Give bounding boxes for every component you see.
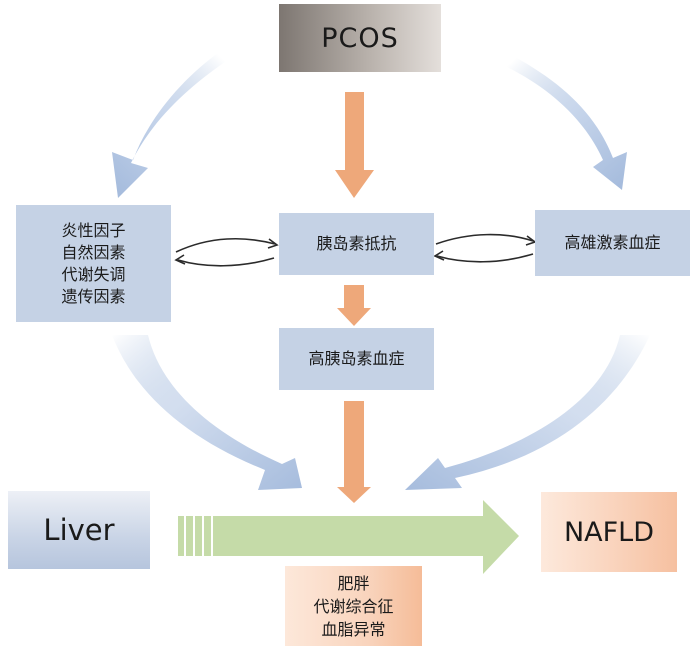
node-hyperinsulinemia: 高胰岛素血症 [279, 328, 434, 390]
arrow-pcos-to-insulin-resistance [335, 92, 374, 198]
arrow-hyperinsulinemia-to-liver-nafld [337, 401, 371, 503]
arrow-insulin-resistance-to-hyperinsulinemia [337, 285, 371, 326]
node-nafld: NAFLD [541, 492, 677, 572]
node-hyperinsulinemia-label: 高胰岛素血症 [308, 349, 405, 368]
node-comorbidities: 肥胖 代谢综合征 血脂异常 [285, 566, 422, 646]
node-pcos-label: PCOS [321, 22, 399, 54]
node-nafld-label: NAFLD [563, 516, 655, 548]
node-pcos: PCOS [279, 4, 441, 72]
factor-line: 炎性因子 [61, 220, 126, 240]
node-hyperandrogenemia-label: 高雄激素血症 [564, 233, 661, 252]
curved-arrow-factors-to-liver-nafld [112, 335, 302, 490]
comorbidity-line: 肥胖 [337, 573, 370, 593]
node-hyperandrogenemia: 高雄激素血症 [535, 210, 690, 276]
arrow-liver-to-nafld [178, 500, 519, 574]
bidirectional-arrow-insulin-resistance-hyperandrogenemia [433, 233, 537, 263]
node-liver: Liver [8, 491, 150, 569]
comorbidity-line: 血脂异常 [321, 619, 386, 639]
curved-arrow-pcos-to-factors [112, 50, 231, 198]
factor-line: 自然因素 [61, 242, 126, 262]
curved-arrow-pcos-to-hyperandrogenemia [505, 57, 627, 190]
node-liver-label: Liver [43, 513, 115, 547]
comorbidity-line: 代谢综合征 [313, 596, 394, 616]
curved-arrow-hyperandrogenemia-to-liver-nafld [405, 335, 650, 490]
node-insulin-resistance-label: 胰岛素抵抗 [316, 234, 397, 253]
node-factors: 炎性因子 自然因素 代谢失调 遗传因素 [16, 205, 171, 322]
bidirectional-arrow-factors-insulin-resistance [174, 238, 279, 267]
factor-line: 代谢失调 [61, 264, 126, 284]
node-insulin-resistance: 胰岛素抵抗 [279, 213, 434, 275]
factor-line: 遗传因素 [61, 286, 126, 306]
